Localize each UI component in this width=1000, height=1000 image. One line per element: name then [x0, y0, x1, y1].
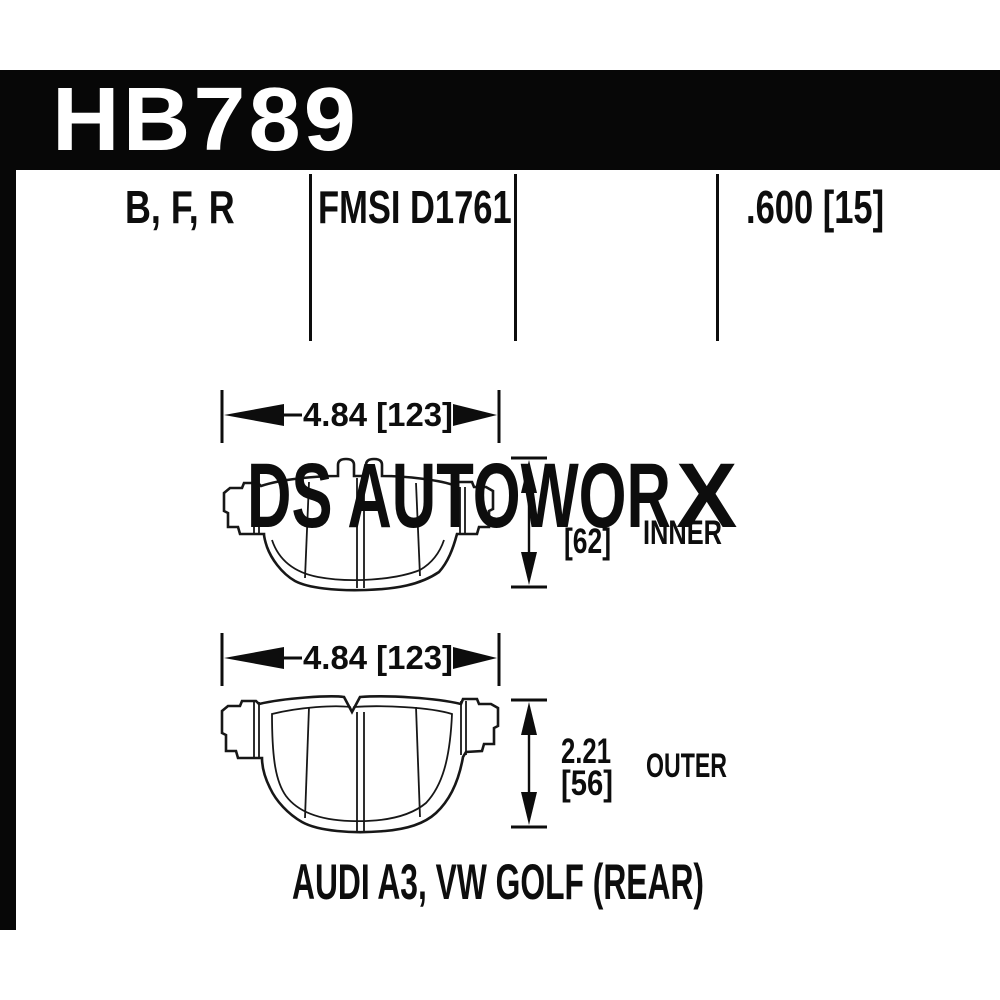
inner-pad-label: INNER — [643, 514, 722, 552]
lower-width-dimension: 4.84 [123] — [220, 633, 501, 686]
left-edge-strip — [0, 70, 16, 930]
outer-pad-drawing — [220, 695, 500, 834]
column-divider-1 — [309, 174, 312, 341]
inner-height-mm-label: [62] — [564, 522, 611, 561]
outer-height-dimension — [511, 698, 547, 829]
lower-width-label: 4.84 [123] — [303, 639, 453, 676]
fmsi-label: FMSI D1761 — [318, 181, 512, 233]
thickness-label: .600 [15] — [746, 181, 885, 233]
compound-codes-label: B, F, R — [125, 181, 235, 233]
outer-height-mm-label: [56] — [561, 764, 613, 803]
watermark-text: DS AUTOWOR — [247, 445, 671, 547]
inner-pad-drawing — [222, 457, 495, 592]
column-divider-3 — [716, 174, 719, 341]
inner-height-dimension — [511, 456, 547, 589]
header-bar: HB789 — [0, 70, 1000, 170]
upper-width-dimension: 4.84 [123] — [220, 390, 501, 443]
outer-pad-label: OUTER — [646, 747, 727, 785]
upper-width-label: 4.84 [123] — [303, 396, 453, 433]
part-code-label: HB789 — [52, 70, 359, 170]
watermark-checkered-x: X — [676, 445, 737, 547]
column-divider-2 — [514, 174, 517, 341]
application-label: AUDI A3, VW GOLF (REAR) — [292, 854, 704, 910]
outer-height-in-label: 2.21 — [561, 732, 611, 771]
